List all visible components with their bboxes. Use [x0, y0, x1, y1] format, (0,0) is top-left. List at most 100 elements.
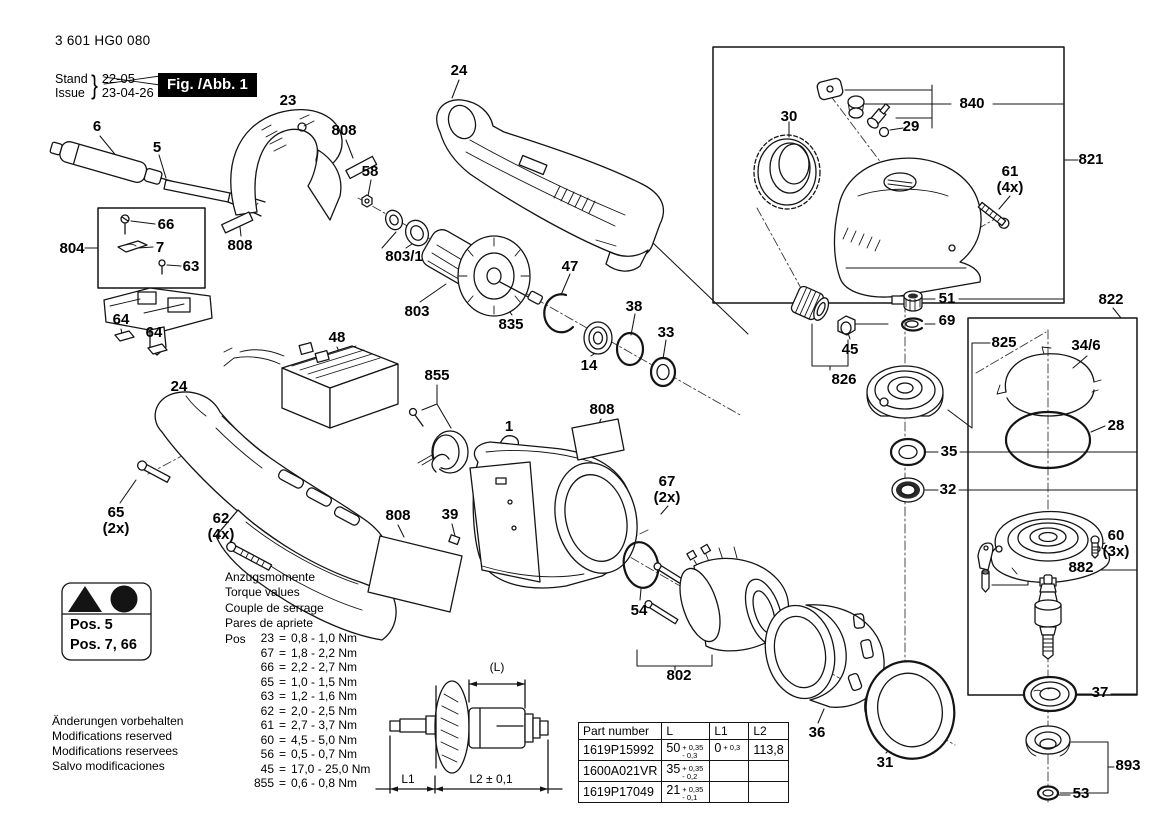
cover-23-drawing: [230, 109, 343, 221]
part-label-24: 24: [170, 378, 188, 395]
gearhead-housing-drawing: [833, 157, 982, 305]
part-label-5: 5: [152, 139, 162, 156]
parts-table-header-cell: Part number: [577, 722, 663, 740]
part-label-51: 51: [938, 290, 956, 307]
parts-table-cell: [748, 760, 789, 782]
torque-tpos: 65: [260, 674, 274, 689]
part-label-33: 33: [657, 324, 675, 341]
part-label-36: 36: [808, 724, 826, 741]
stand-label: Stand: [55, 71, 88, 86]
module-48-drawing: [223, 341, 399, 429]
revision-strike-lines: [103, 75, 161, 86]
torque-tval: 0,6 - 0,8 Nm: [291, 776, 358, 791]
torque-tpos: 63: [260, 689, 274, 704]
part-label-28: 28: [1107, 417, 1125, 434]
part-label-822: 822: [1098, 291, 1124, 308]
torque-heading: Couple de serrage: [225, 600, 324, 615]
torque-row: 45=17,0 - 25,0 Nm: [247, 762, 371, 777]
housing-24-left-drawing: [154, 391, 397, 641]
part-label-30: 30: [780, 108, 798, 125]
part-label-39: 39: [441, 506, 459, 523]
part-label-quantity: (2x): [653, 489, 681, 506]
dimension-label-l2: L2 ± 0,1: [469, 772, 513, 786]
footer-note-line: Änderungen vorbehalten: [52, 714, 184, 728]
dimension-label-l: (L): [489, 660, 505, 674]
cover-36-drawing: [764, 604, 885, 708]
part-label-quantity: (2x): [102, 520, 130, 537]
part-label-808: 808: [227, 237, 253, 254]
armature-dimension-drawing: [375, 679, 563, 794]
spindle-drawing: [1034, 574, 1062, 660]
part-label-840: 840: [959, 95, 985, 112]
part-label-6: 6: [92, 118, 102, 135]
torque-teq: =: [278, 689, 286, 704]
torque-row: 63=1,2 - 1,6 Nm: [247, 689, 370, 704]
parts-table-cell: [748, 781, 789, 803]
part-label-61: 61(4x): [996, 163, 1024, 196]
part-label-808: 808: [385, 507, 411, 524]
seal-32-drawing: [891, 477, 925, 503]
torque-row: 65 = 1,0 - 1,5 Nm: [247, 675, 370, 690]
torque-teq: =: [278, 660, 286, 675]
part-label-7: 7: [155, 239, 165, 256]
dimension-label-l1: L1: [401, 772, 415, 786]
parts-table-part-number: 1600A021VR: [577, 760, 663, 782]
part-label-63: 63: [182, 258, 200, 275]
torque-tpos: 66: [260, 660, 274, 675]
torque-teq: =: [278, 747, 286, 762]
part-label-1: 1: [504, 418, 514, 435]
nut-58-drawing: [361, 194, 373, 208]
ring-31-drawing: [864, 660, 956, 760]
torque-tpos: 60: [260, 732, 274, 747]
sticker-808-a-drawing: [345, 155, 378, 180]
part-label-835: 835: [498, 316, 524, 333]
part-label-31: 31: [876, 754, 894, 771]
torque-tpos: 855: [253, 776, 274, 791]
parts-table-cell: [709, 781, 750, 803]
revision-brace: }: [90, 70, 98, 100]
part-label-855: 855: [424, 367, 450, 384]
torque-tval: 2,2 - 2,7 Nm: [291, 660, 358, 675]
parts-table-header-cell: L1: [709, 722, 750, 740]
torque-teq: =: [278, 631, 286, 646]
parts-table-cell: 113,8: [748, 739, 789, 761]
torque-row: 60=4,5 - 5,0 Nm: [247, 733, 370, 748]
torque-tval: 1,0 - 1,5 Nm: [291, 674, 358, 689]
part-label-quantity: (4x): [207, 526, 235, 543]
part-label-53: 53: [1072, 785, 1090, 802]
part-label-803-1: 803/1: [385, 248, 423, 265]
part-label-821: 821: [1078, 151, 1104, 168]
part-label-65: 65(2x): [102, 504, 130, 537]
screw-62-drawing: [226, 541, 273, 571]
oring-28-drawing: [1004, 410, 1092, 470]
part-label-58: 58: [361, 163, 379, 180]
torque-row: 23=0,8 - 1,0 Nm: [247, 631, 370, 646]
torque-row: 61=2,7 - 3,7 Nm: [247, 718, 370, 733]
part-label-826: 826: [831, 371, 857, 388]
parts-table-cell: 0+ 0,3: [709, 739, 750, 761]
washer-53-drawing: [1036, 785, 1060, 801]
part-label-54: 54: [630, 602, 648, 619]
collar-45-826-drawing: [790, 285, 856, 336]
footer-note-line: Modifications reserved: [52, 729, 173, 743]
torque-teq: =: [278, 674, 286, 689]
torque-tval: 0,8 - 1,0 Nm: [291, 631, 358, 646]
parts-table-header-cell: L2: [748, 722, 789, 740]
part-label-24: 24: [450, 62, 468, 79]
footer-note-line: Modifications reservees: [52, 744, 179, 758]
part-label-34-6: 34/6: [1071, 337, 1101, 354]
bearings-803-1-drawing: [384, 209, 430, 247]
torque-tval: 2,0 - 2,5 Nm: [291, 703, 358, 718]
switch-group-804-drawing: [103, 214, 213, 356]
part-label-14: 14: [580, 357, 598, 374]
washer-69-drawing: [901, 317, 924, 332]
part-label-45: 45: [841, 341, 859, 358]
figure-label: Fig. /Abb. 1: [158, 73, 257, 97]
